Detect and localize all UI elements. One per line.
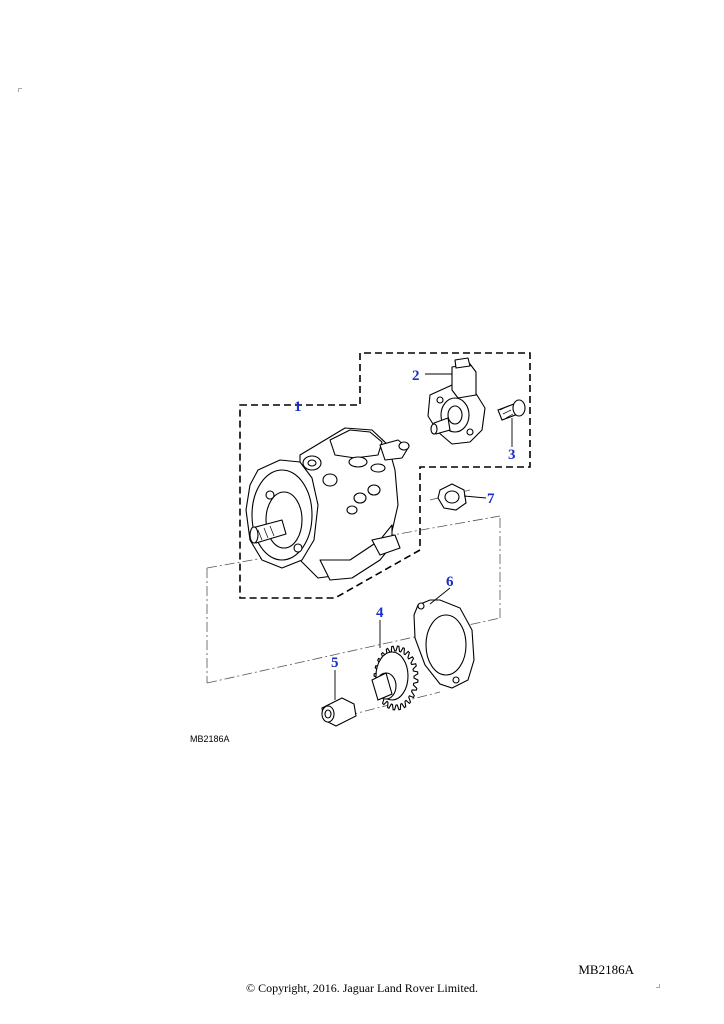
reference-code: MB2186A bbox=[578, 962, 634, 977]
pressure-control-valve bbox=[427, 357, 486, 445]
corner-mark-bottom-right bbox=[656, 984, 660, 988]
callout-6: 6 bbox=[446, 574, 454, 590]
bush bbox=[321, 697, 357, 727]
callout-2: 2 bbox=[412, 368, 420, 384]
gasket bbox=[413, 599, 475, 689]
fuel-pump-body bbox=[245, 427, 410, 581]
callout-5: 5 bbox=[331, 655, 339, 671]
copyright-notice: © Copyright, 2016. Jaguar Land Rover Lim… bbox=[245, 981, 479, 995]
callout-4: 4 bbox=[376, 605, 384, 621]
assembly-boundary bbox=[239, 352, 531, 599]
bolt bbox=[497, 399, 526, 421]
callout-7: 7 bbox=[487, 491, 495, 507]
drive-gear bbox=[371, 645, 419, 711]
callout-1: 1 bbox=[294, 399, 302, 415]
callout-3: 3 bbox=[508, 447, 516, 463]
leader-lines bbox=[307, 373, 513, 700]
drawing-code: MB2186A bbox=[190, 734, 230, 744]
corner-mark-top-left bbox=[18, 88, 22, 92]
nut bbox=[437, 483, 467, 511]
